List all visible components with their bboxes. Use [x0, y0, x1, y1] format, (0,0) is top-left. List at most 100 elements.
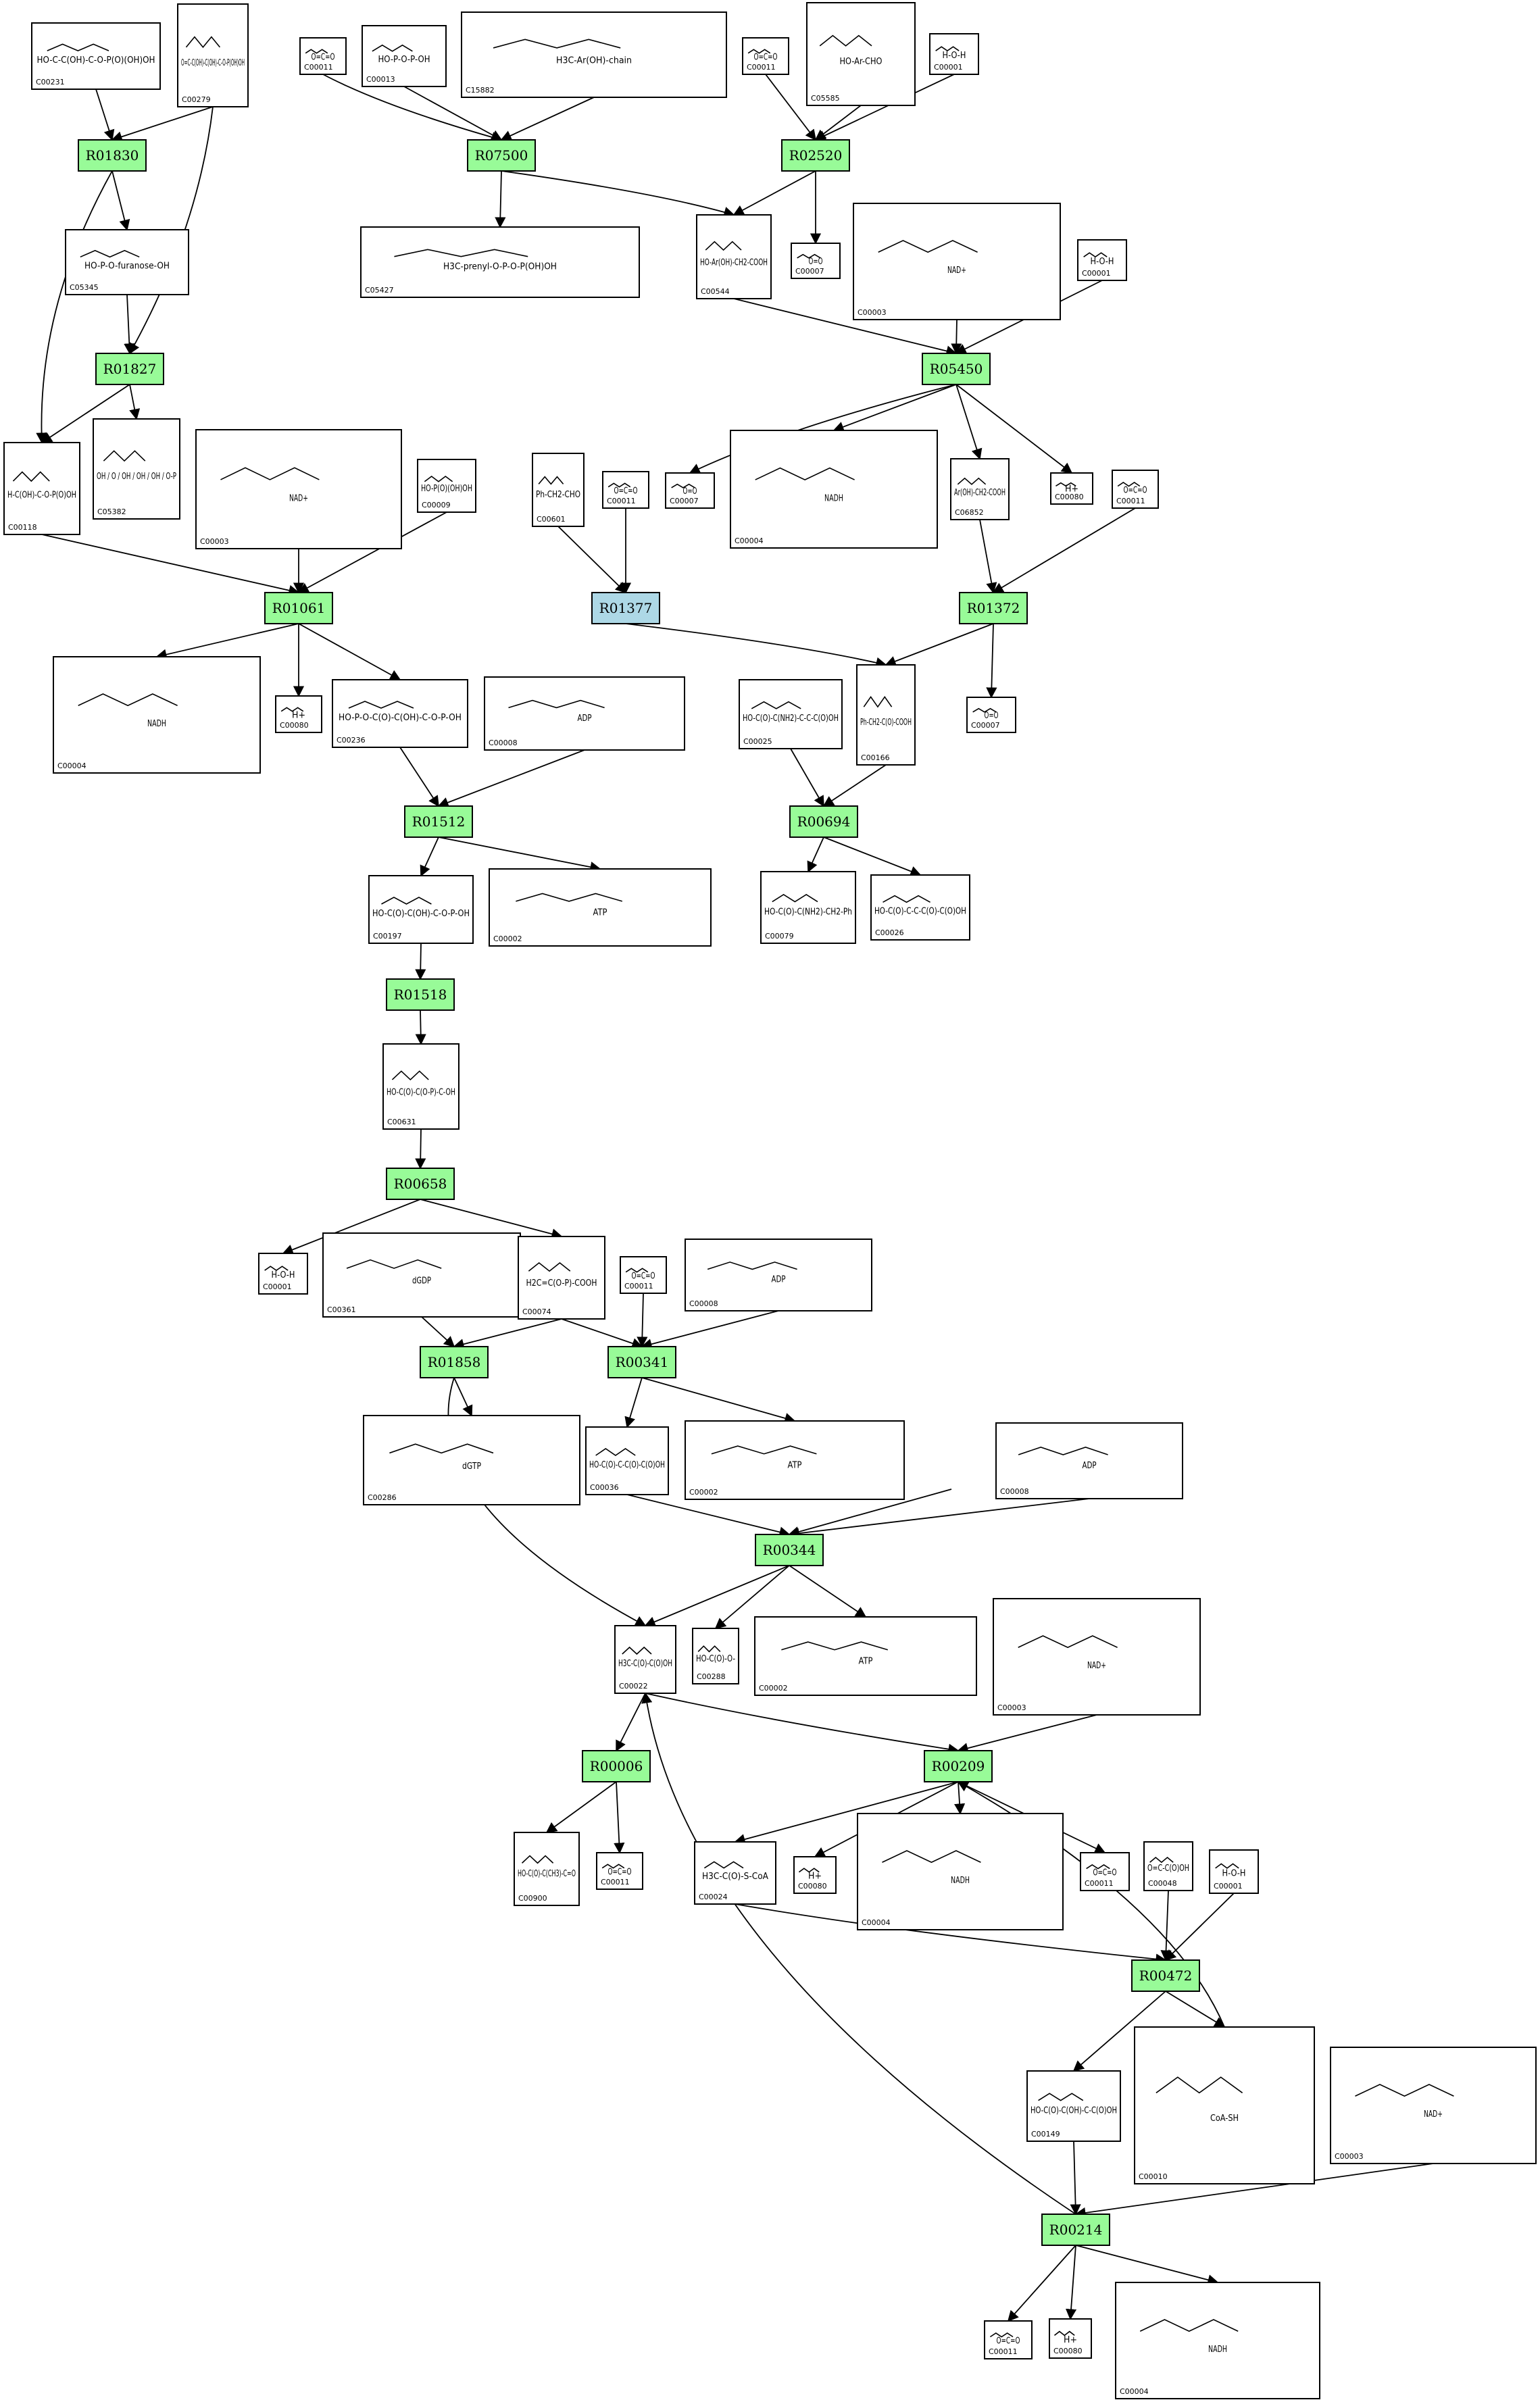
compound-structure: NAD+	[947, 266, 966, 276]
structure-glyph	[781, 1641, 889, 1651]
structure-glyph	[711, 1445, 817, 1455]
structure-glyph	[755, 467, 855, 480]
reaction-node[interactable]: R02520	[781, 139, 850, 172]
reaction-node[interactable]: R01372	[959, 592, 1028, 624]
reaction-box[interactable]	[467, 139, 536, 172]
compound-structure: H+	[292, 710, 305, 720]
reaction-box[interactable]	[755, 1534, 824, 1566]
compound-structure: HO-C(O)-C(O-P)-C-OH	[387, 1088, 455, 1098]
reaction-node[interactable]: R00341	[607, 1346, 676, 1378]
compound-id: C00008	[689, 1299, 718, 1308]
compound-structure: Ph-CH2-C(O)-COOH	[860, 718, 912, 728]
reaction-box[interactable]	[420, 1346, 489, 1378]
compound-id: C00022	[619, 1682, 648, 1691]
compound-box	[518, 1236, 605, 1320]
reaction-box[interactable]	[404, 805, 473, 838]
compound-box	[299, 37, 347, 75]
reaction-label: R02520	[789, 147, 843, 164]
reaction-box[interactable]	[1041, 2214, 1110, 2246]
reaction-box[interactable]	[95, 353, 164, 385]
reaction-box[interactable]	[582, 1750, 651, 1782]
compound-structure: H3C-prenyl-O-P-O-P(OH)OH	[443, 261, 557, 272]
reaction-box[interactable]	[924, 1750, 993, 1782]
compound-structure: H+	[808, 1871, 822, 1881]
reaction-node[interactable]: R00658	[386, 1168, 455, 1200]
reaction-node[interactable]: R07500	[467, 139, 536, 172]
reaction-node[interactable]: R00214	[1041, 2214, 1110, 2246]
compound-structure: HO-C(O)-C-C-C(O)-C(O)OH	[874, 907, 966, 917]
compound-structure: H+	[1064, 2335, 1077, 2345]
structure-glyph	[508, 699, 605, 709]
structure-glyph	[707, 1261, 797, 1270]
compound-id: C00001	[934, 63, 963, 72]
compound-id: C00011	[747, 63, 776, 72]
reaction-edge	[641, 1377, 796, 1424]
reaction-edge	[453, 1377, 473, 1417]
compound-id: C00009	[422, 501, 451, 509]
reaction-node[interactable]: R01858	[420, 1346, 489, 1378]
compound-box	[514, 1832, 580, 1906]
reaction-node[interactable]: R00344	[755, 1534, 824, 1566]
reaction-box[interactable]	[264, 592, 333, 624]
compound-structure: HO-P-O-furanose-OH	[84, 261, 170, 272]
compound-id: C00001	[263, 1282, 292, 1291]
reaction-box[interactable]	[386, 978, 455, 1011]
structure-glyph	[1086, 1864, 1110, 1870]
compound-box	[1026, 2070, 1121, 2142]
reaction-node[interactable]: R01512	[404, 805, 473, 838]
compound-box	[484, 676, 685, 751]
compound-id: C00004	[735, 536, 764, 545]
reaction-edge	[297, 511, 447, 593]
reaction-box[interactable]	[781, 139, 850, 172]
compound-box	[694, 1841, 776, 1905]
compound-structure: HO-P-O-P-OH	[378, 55, 430, 65]
reaction-node[interactable]: R00209	[924, 1750, 993, 1782]
compound-box	[856, 664, 916, 766]
reaction-box[interactable]	[959, 592, 1028, 624]
reaction-box[interactable]	[922, 353, 991, 385]
reaction-node[interactable]: R01061	[264, 592, 333, 624]
reaction-node[interactable]: R00694	[789, 805, 858, 838]
compound-box	[1143, 1841, 1193, 1891]
reaction-node[interactable]: R00472	[1131, 1959, 1200, 1992]
compound-structure: Ph-CH2-CHO	[536, 490, 580, 500]
reaction-box[interactable]	[78, 139, 147, 172]
compound-id: C05382	[97, 507, 126, 516]
compound-id: C00002	[493, 934, 522, 943]
compound-id: C00231	[36, 78, 65, 86]
compound-box	[993, 1598, 1201, 1716]
reaction-node[interactable]: R01377	[591, 592, 660, 624]
reaction-box[interactable]	[1131, 1959, 1200, 1992]
reaction-node[interactable]: R00006	[582, 1750, 651, 1782]
compound-id: C00631	[387, 1118, 416, 1126]
structure-glyph	[601, 1864, 625, 1869]
compound-id: C00003	[997, 1703, 1026, 1712]
reaction-edge	[955, 384, 983, 460]
reaction-node[interactable]: R01518	[386, 978, 455, 1011]
compound-structure: O=C=O	[608, 1867, 632, 1877]
reaction-box[interactable]	[386, 1168, 455, 1200]
compound-id: C00010	[1139, 2172, 1168, 2181]
compound-structure: O=C=O	[632, 1271, 655, 1281]
reaction-node[interactable]: R01830	[78, 139, 147, 172]
compound-id: C00007	[795, 267, 824, 276]
reaction-box[interactable]	[591, 592, 660, 624]
compound-id: C00011	[624, 1282, 653, 1291]
reaction-edge	[282, 1199, 421, 1255]
reaction-edge	[644, 1565, 790, 1627]
reaction-label: R01512	[412, 814, 466, 830]
reaction-node[interactable]: R05450	[922, 353, 991, 385]
compound-box	[966, 697, 1016, 733]
reaction-box[interactable]	[607, 1346, 676, 1378]
reaction-edge	[124, 294, 135, 355]
reaction-box[interactable]	[789, 805, 858, 838]
reaction-node[interactable]: R01827	[95, 353, 164, 385]
compound-node: H+C00080	[275, 695, 322, 733]
